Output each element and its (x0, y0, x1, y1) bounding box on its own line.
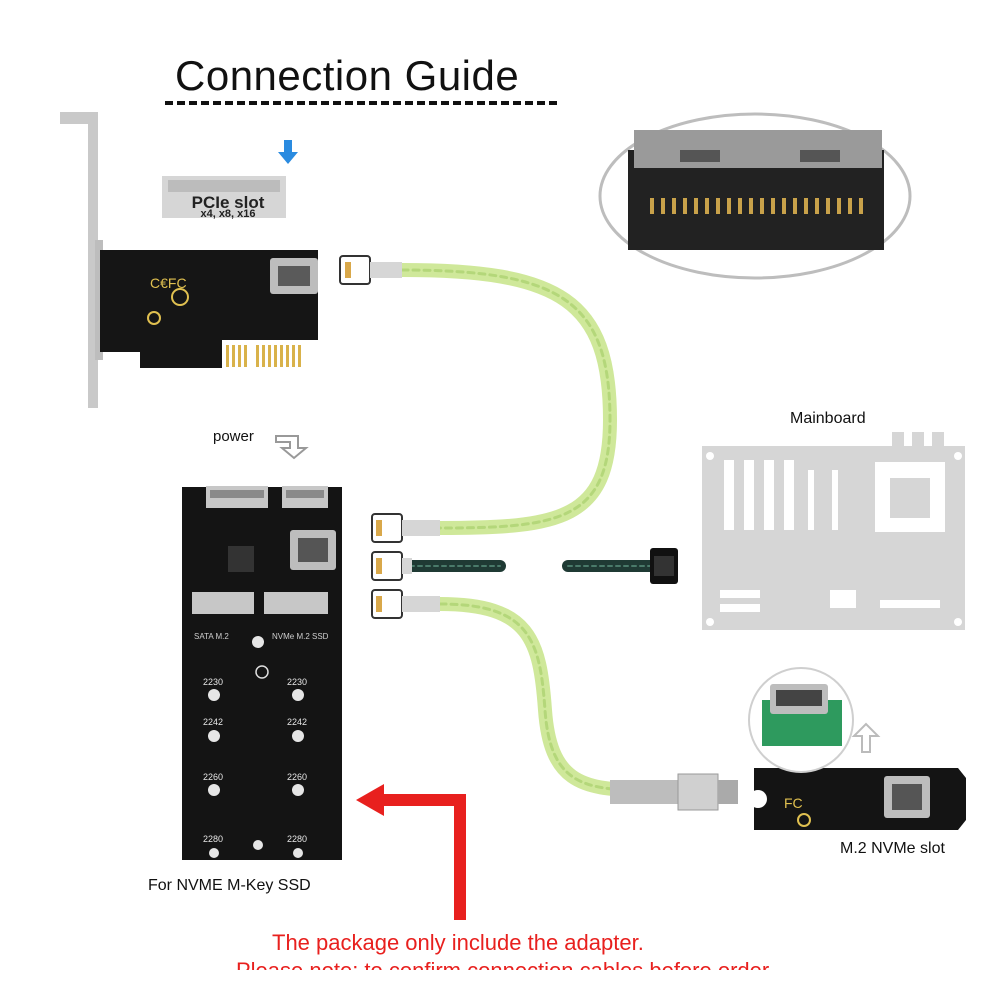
power-arrow-icon (275, 435, 309, 460)
down-arrow-icon (278, 140, 298, 164)
package-notice: The package only include the adapter. (272, 930, 644, 955)
mainboard-label: Mainboard (790, 410, 866, 427)
size-label-2280-right: 2280 (287, 834, 308, 844)
power-label: power (213, 428, 254, 445)
cables (395, 263, 666, 797)
mainboard-illustration (702, 432, 965, 630)
size-label-2230-left: 2230 (203, 677, 224, 687)
nvme-m2-silkscreen: NVMe M.2 SSD (272, 632, 329, 641)
m2-slot-label: M.2 NVMe slot (840, 840, 945, 857)
pcie-adapter-card: C€FC (60, 112, 318, 408)
pcie-slot-label: PCIe slot (191, 193, 265, 212)
size-label-2230-right: 2230 (287, 677, 308, 687)
size-label-2242-right: 2242 (287, 717, 308, 727)
svg-text:FC: FC (784, 795, 803, 811)
page-title: Connection Guide (175, 52, 520, 99)
up-arrow-icon (851, 722, 881, 753)
svg-text:C€FC: C€FC (150, 275, 187, 291)
cable-plugs (339, 255, 738, 811)
size-label-2260-right: 2260 (287, 772, 308, 782)
sata-m2-silkscreen: SATA M.2 (194, 632, 229, 641)
nvme-ssd-label: For NVME M-Key SSD (148, 877, 311, 894)
size-label-2242-left: 2242 (203, 717, 224, 727)
package-notice-cutoff: Please note: to confirm connection cable… (236, 958, 769, 970)
m2-slot-adapter: FC (748, 667, 966, 830)
pcie-slot-illustration (162, 140, 298, 218)
size-label-2280-left: 2280 (203, 834, 224, 844)
connector-closeup (598, 112, 912, 280)
m2-adapter-board (182, 486, 342, 860)
title-underline (165, 101, 557, 105)
red-arrow (356, 784, 466, 920)
size-label-2260-left: 2260 (203, 772, 224, 782)
pcie-slot-sublabel: x4, x8, x16 (200, 208, 256, 220)
